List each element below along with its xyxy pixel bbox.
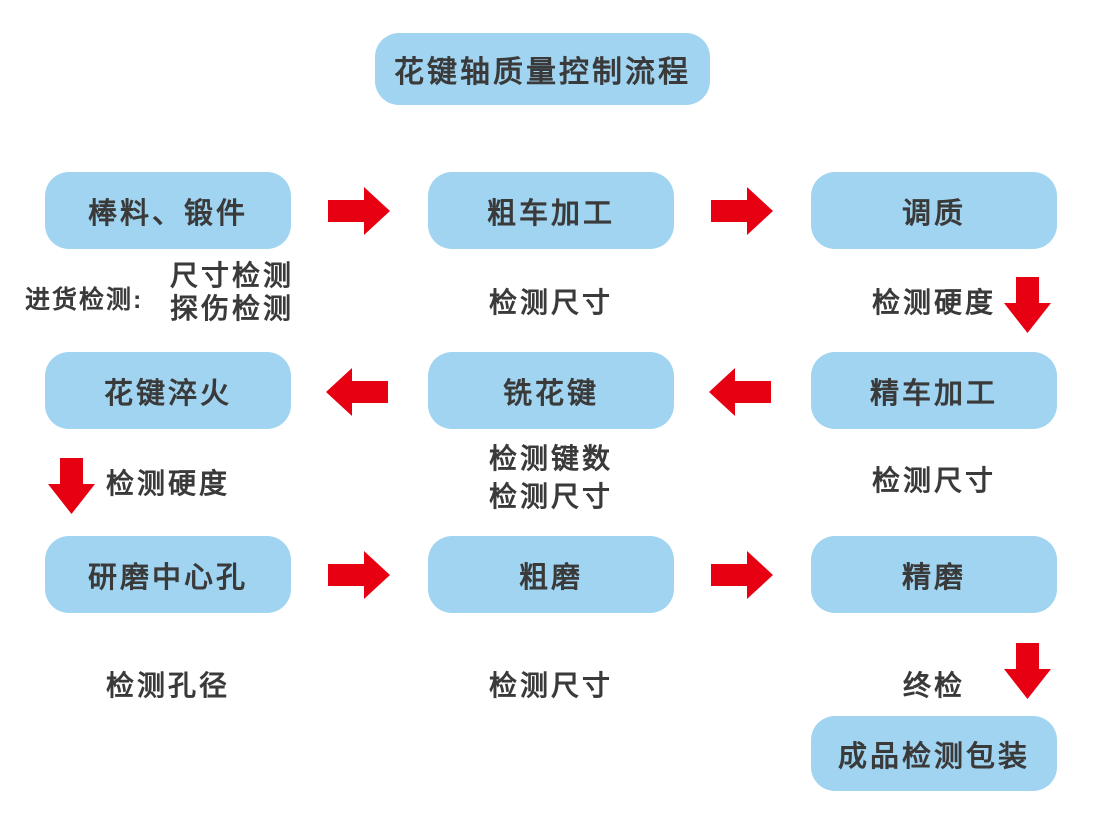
step-box-center-hole-grinding: 研磨中心孔 bbox=[45, 536, 291, 613]
step-box-spline-quenching: 花键淬火 bbox=[45, 352, 291, 429]
inspection-after-finish-turning: 检测尺寸 bbox=[871, 465, 996, 496]
step-label: 粗车加工 bbox=[486, 197, 615, 230]
step-label: 精车加工 bbox=[869, 377, 998, 410]
inspection-after-center-hole-grinding: 检测孔径 bbox=[105, 670, 230, 701]
inspection-after-rough-turning: 检测尺寸 bbox=[488, 287, 613, 318]
step-box-final-packaging: 成品检测包装 bbox=[811, 716, 1057, 791]
arrow-left-icon bbox=[709, 368, 771, 416]
step-box-tempering: 调质 bbox=[811, 172, 1057, 249]
step-box-rough-turning: 粗车加工 bbox=[428, 172, 674, 249]
inspection-item: 检测尺寸 bbox=[488, 481, 613, 512]
arrow-down-icon bbox=[1004, 643, 1051, 699]
inspection-incoming-items: 尺寸检测 探伤检测 bbox=[170, 259, 294, 325]
inspection-item: 检测键数 bbox=[488, 443, 613, 474]
arrow-down-icon bbox=[48, 458, 95, 514]
inspection-incoming-label: 进货检测: bbox=[25, 286, 144, 314]
step-label: 精磨 bbox=[901, 561, 966, 594]
step-label: 棒料、锻件 bbox=[87, 197, 248, 230]
step-label: 粗磨 bbox=[518, 561, 583, 594]
inspection-after-tempering: 检测硬度 bbox=[871, 287, 996, 318]
inspection-item: 尺寸检测 bbox=[170, 260, 295, 291]
arrow-right-icon bbox=[328, 187, 390, 235]
inspection-after-spline-quenching: 检测硬度 bbox=[105, 468, 230, 499]
step-box-raw-material: 棒料、锻件 bbox=[45, 172, 291, 249]
arrow-left-icon bbox=[326, 368, 388, 416]
step-box-spline-milling: 铣花键 bbox=[428, 352, 674, 429]
step-box-finish-turning: 精车加工 bbox=[811, 352, 1057, 429]
step-box-rough-grinding: 粗磨 bbox=[428, 536, 674, 613]
step-box-finish-grinding: 精磨 bbox=[811, 536, 1057, 613]
step-label: 成品检测包装 bbox=[837, 740, 1030, 773]
inspection-after-rough-grinding: 检测尺寸 bbox=[488, 670, 613, 701]
inspection-after-spline-milling: 检测键数 检测尺寸 bbox=[428, 440, 674, 516]
step-label: 铣花键 bbox=[502, 377, 599, 410]
inspection-final: 终检 bbox=[902, 670, 965, 701]
arrow-right-icon bbox=[328, 551, 390, 599]
page-title: 花键轴质量控制流程 bbox=[394, 56, 691, 89]
step-label: 研磨中心孔 bbox=[87, 561, 248, 594]
arrow-right-icon bbox=[711, 551, 773, 599]
inspection-item: 探伤检测 bbox=[170, 293, 295, 324]
arrow-right-icon bbox=[711, 187, 773, 235]
step-label: 花键淬火 bbox=[103, 377, 232, 410]
arrow-down-icon bbox=[1004, 277, 1051, 333]
title-box: 花键轴质量控制流程 bbox=[375, 33, 710, 105]
step-label: 调质 bbox=[901, 197, 966, 230]
